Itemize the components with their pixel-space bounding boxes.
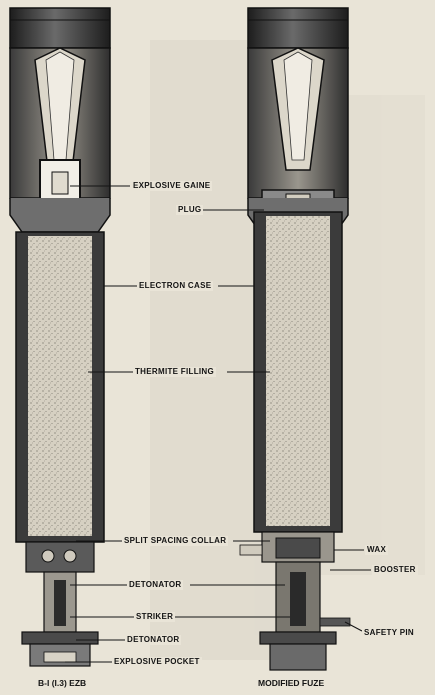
label-detonator-upper: DETONATOR — [127, 580, 184, 590]
label-explosive-pocket: EXPLOSIVE POCKET — [112, 657, 202, 667]
left-thermite-filling — [28, 236, 92, 536]
caption-right: MODIFIED FUZE — [258, 678, 325, 688]
left-bomb — [9, 7, 111, 667]
label-striker: STRIKER — [134, 612, 176, 622]
label-detonator-lower: DETONATOR — [125, 635, 182, 645]
caption-left: B-I (I.3) EZB — [38, 678, 87, 688]
leader-lines — [65, 185, 371, 663]
label-safety-pin: SAFETY PIN — [362, 628, 416, 638]
label-explosive-gaine: EXPLOSIVE GAINE — [131, 181, 213, 191]
right-thermite-filling — [266, 216, 330, 526]
label-plug: PLUG — [176, 205, 204, 215]
label-electron-case: ELECTRON CASE — [137, 281, 214, 291]
left-tail-cap — [9, 7, 111, 49]
label-wax: WAX — [365, 545, 389, 555]
label-split-spacing-collar: SPLIT SPACING COLLAR — [122, 536, 229, 546]
right-bomb — [239, 7, 351, 671]
right-tail-cap — [247, 7, 349, 49]
label-booster: BOOSTER — [372, 565, 418, 575]
label-thermite-filling: THERMITE FILLING — [133, 367, 217, 377]
